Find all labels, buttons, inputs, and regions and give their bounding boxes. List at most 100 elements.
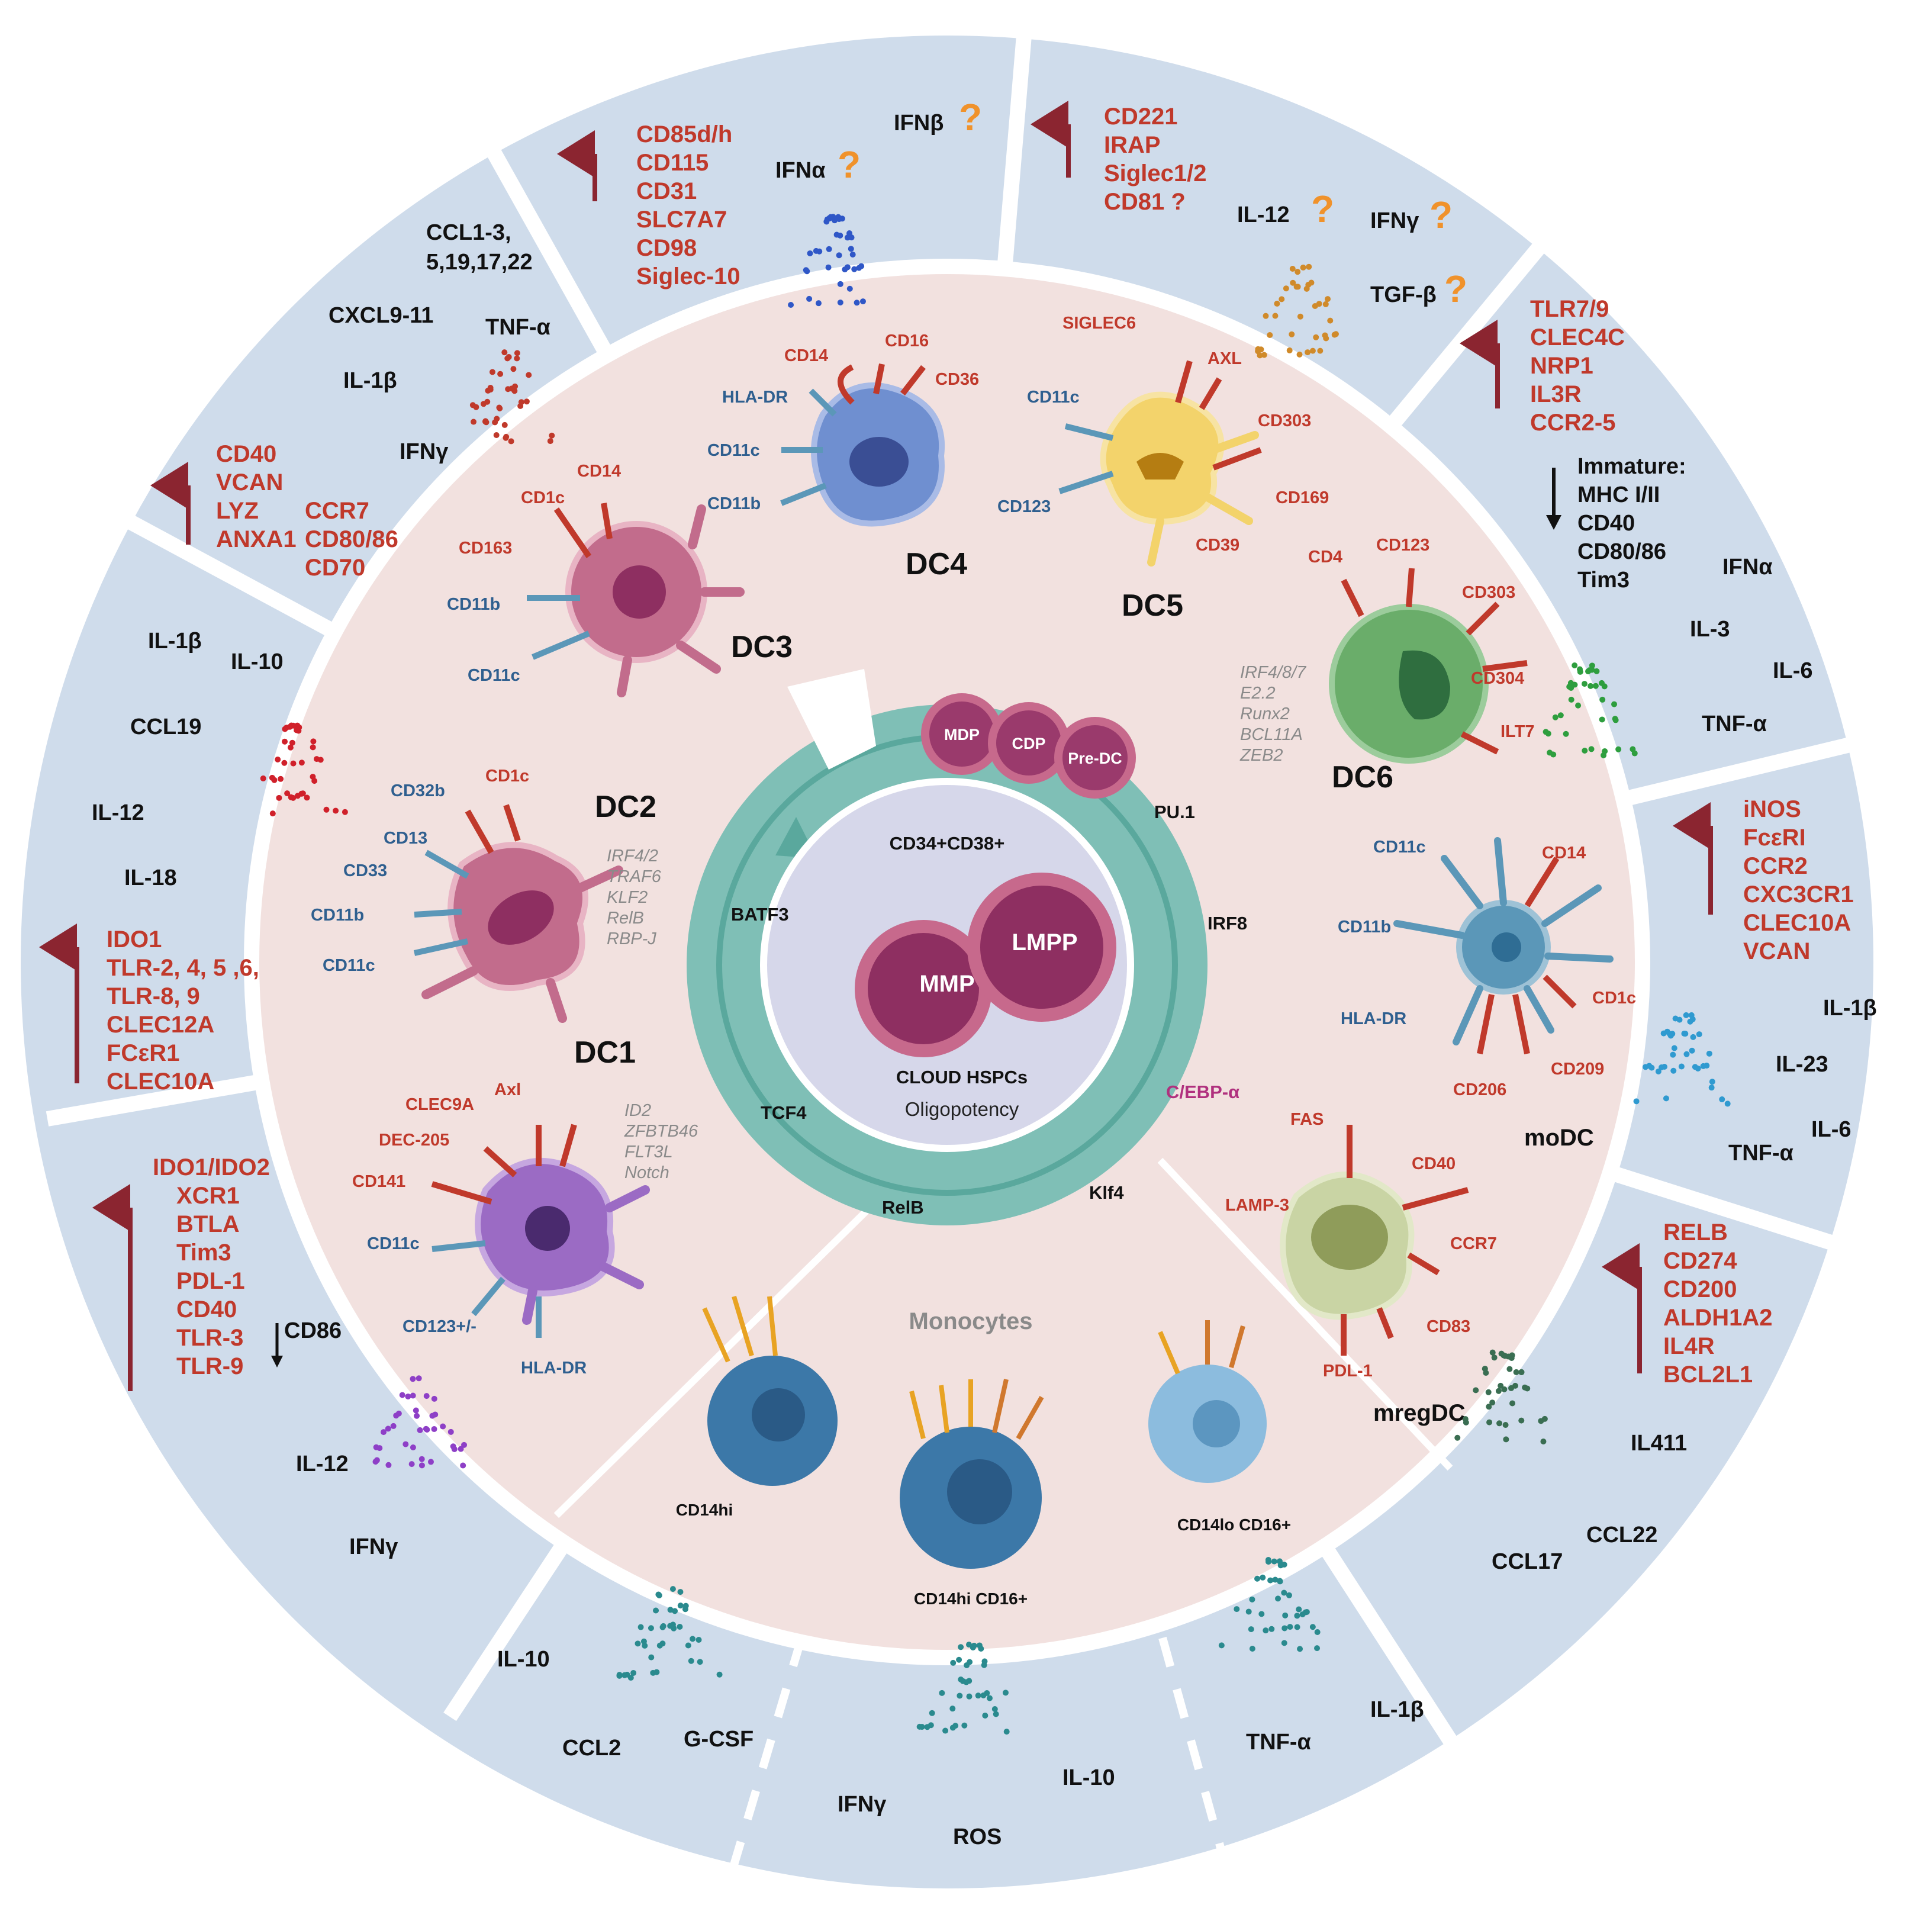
modc-marker-cd209: CD209 [1551, 1060, 1604, 1079]
mono-cyto-7: IL-1β [1370, 1697, 1424, 1722]
dc5-cell: DC5 SIGLEC6 AXL CD11c CD303 CD123 CD169 … [997, 314, 1329, 623]
cytokine-dot [423, 1393, 430, 1399]
dc1-up-3: Tim3 [176, 1240, 231, 1266]
cytokine-dot [399, 1392, 405, 1398]
cytokine-dot [637, 1624, 644, 1630]
cytokine-dot [1724, 1101, 1731, 1107]
modc-name: moDC [1524, 1125, 1594, 1151]
dc4-marker-hla-dr: HLA-DR [722, 388, 788, 407]
cytokine-dot [304, 794, 310, 801]
mregdc-up-2: CD200 [1663, 1276, 1737, 1302]
cytokine-dot [1279, 296, 1285, 303]
cytokine-dot [952, 1723, 959, 1729]
dc2-tf-3: RelB [607, 909, 644, 928]
monocyte-label-cd14lo-cd16: CD14lo CD16+ [1177, 1515, 1291, 1534]
cytokine-dot [1274, 300, 1280, 307]
cytokine-dot [859, 298, 866, 305]
mono-cyto-4: IL-10 [1062, 1765, 1115, 1790]
cytokine-dot [1275, 1595, 1281, 1602]
cytokine-dot [837, 299, 843, 305]
cytokine-dot [991, 1706, 998, 1712]
cytokine-dot [1582, 748, 1588, 754]
cytokine-dot [1586, 667, 1593, 674]
dc4-unknown-1: ? [959, 96, 982, 139]
cytokine-dot [484, 398, 491, 405]
cytokine-dot [1667, 1031, 1673, 1037]
factor-batf3: BATF3 [731, 904, 789, 925]
cytokine-dot [1265, 1556, 1271, 1563]
cytokine-dot [942, 1727, 949, 1734]
cytokine-dot [804, 268, 810, 275]
cytokine-dot [1485, 1389, 1492, 1395]
cytokine-dot [323, 806, 330, 813]
cytokine-dot [1683, 1012, 1689, 1018]
modc-cell: moDC CD11c CD14 CD11b HLA-DR CD1c CD206 … [1338, 837, 1636, 1151]
cytokine-dot [1281, 1640, 1287, 1646]
cytokine-dot [510, 366, 517, 372]
dc6-up-4: CCR2-5 [1530, 410, 1615, 436]
cytokine-dot [290, 794, 297, 801]
cytokine-dot [1557, 712, 1564, 719]
cytokine-dot [963, 1679, 970, 1685]
cytokine-dot [410, 1376, 416, 1382]
dc1-marker-hla-dr: HLA-DR [521, 1359, 587, 1378]
modc-up-0: iNOS [1743, 796, 1801, 822]
dc5-cyto-il12: IL-12 [1237, 202, 1290, 227]
dc1-cyto-ifng: IFNγ [349, 1534, 398, 1559]
dc4-up-2: CD31 [636, 178, 697, 204]
mregdc-up-3: ALDH1A2 [1663, 1305, 1772, 1331]
modc-cyto-il1b: IL-1β [1823, 996, 1877, 1021]
cytokine-dot [697, 1659, 703, 1665]
cytokine-dot [823, 218, 830, 225]
cytokine-dot [1308, 279, 1315, 286]
cytokine-dot [1633, 1098, 1640, 1105]
cytokine-dot [837, 232, 843, 239]
cytokine-dot [836, 252, 842, 259]
cytokine-dot [410, 1392, 416, 1399]
dc3-up-1: VCAN [216, 469, 283, 495]
cytokine-dot [1688, 1012, 1695, 1018]
cytokine-dot [284, 790, 291, 797]
cytokine-dot [957, 1692, 963, 1699]
dc1-down-cd86: CD86 [284, 1318, 342, 1343]
cytokine-dot [402, 1441, 409, 1447]
dc1-marker-cd141: CD141 [352, 1172, 405, 1191]
factor-relb: RelB [882, 1197, 924, 1218]
mregdc-up-1: CD274 [1663, 1248, 1737, 1274]
dc4-up-3: SLC7A7 [636, 207, 727, 233]
dc4-marker-cd11b: CD11b [707, 494, 761, 513]
precursor-mdp: MDP [944, 726, 980, 744]
dc3-up-2: LYZ [216, 498, 259, 524]
cytokine-dot [1543, 729, 1549, 735]
dc6-tf-0: IRF4/8/7 [1240, 663, 1307, 682]
cytokine-dot [1581, 681, 1588, 687]
monocyte-label-cd14hi: CD14hi [676, 1501, 733, 1519]
cytokine-dot [505, 354, 512, 361]
cytokine-dot [1332, 331, 1339, 337]
cytokine-dot [1313, 334, 1319, 340]
outer-dc5: CD221 IRAP Siglec1/2 CD81 ? IL-12 IFNγ T… [1031, 101, 1467, 310]
dc2-cell: DC2 CD32b CD1c CD13 CD33 CD11b CD11c IRF… [311, 767, 662, 1023]
modc-marker-cd11b: CD11b [1338, 918, 1391, 937]
cytokine-dot [981, 1662, 987, 1668]
cytokine-dot [1671, 1045, 1677, 1051]
cytokine-dot [1670, 1051, 1676, 1058]
cytokine-dot [950, 1659, 957, 1666]
cytokine-dot [690, 1636, 696, 1642]
cytokine-dot [1277, 1578, 1283, 1585]
cytokine-dot [826, 246, 832, 252]
cytokine-dot [390, 1423, 397, 1429]
dc6-cyto-il6: IL-6 [1773, 658, 1813, 683]
cytokine-dot [1249, 1645, 1255, 1652]
dc5-marker-cd169: CD169 [1276, 488, 1329, 507]
cytokine-dot [300, 790, 306, 797]
dc6-down-3: CD80/86 [1577, 539, 1666, 564]
dc1-up-6: TLR-3 [176, 1325, 243, 1351]
cytokine-dot [1678, 1063, 1685, 1070]
precursor-cdp: CDP [1012, 735, 1045, 752]
dc6-down-1: MHC I/II [1577, 482, 1660, 507]
dc2-marker-cd11c: CD11c [323, 956, 375, 975]
cytokine-dot [1296, 1606, 1302, 1613]
dc5-unknown-2: ? [1429, 194, 1453, 236]
dc1-cyto-il12: IL-12 [296, 1452, 349, 1476]
